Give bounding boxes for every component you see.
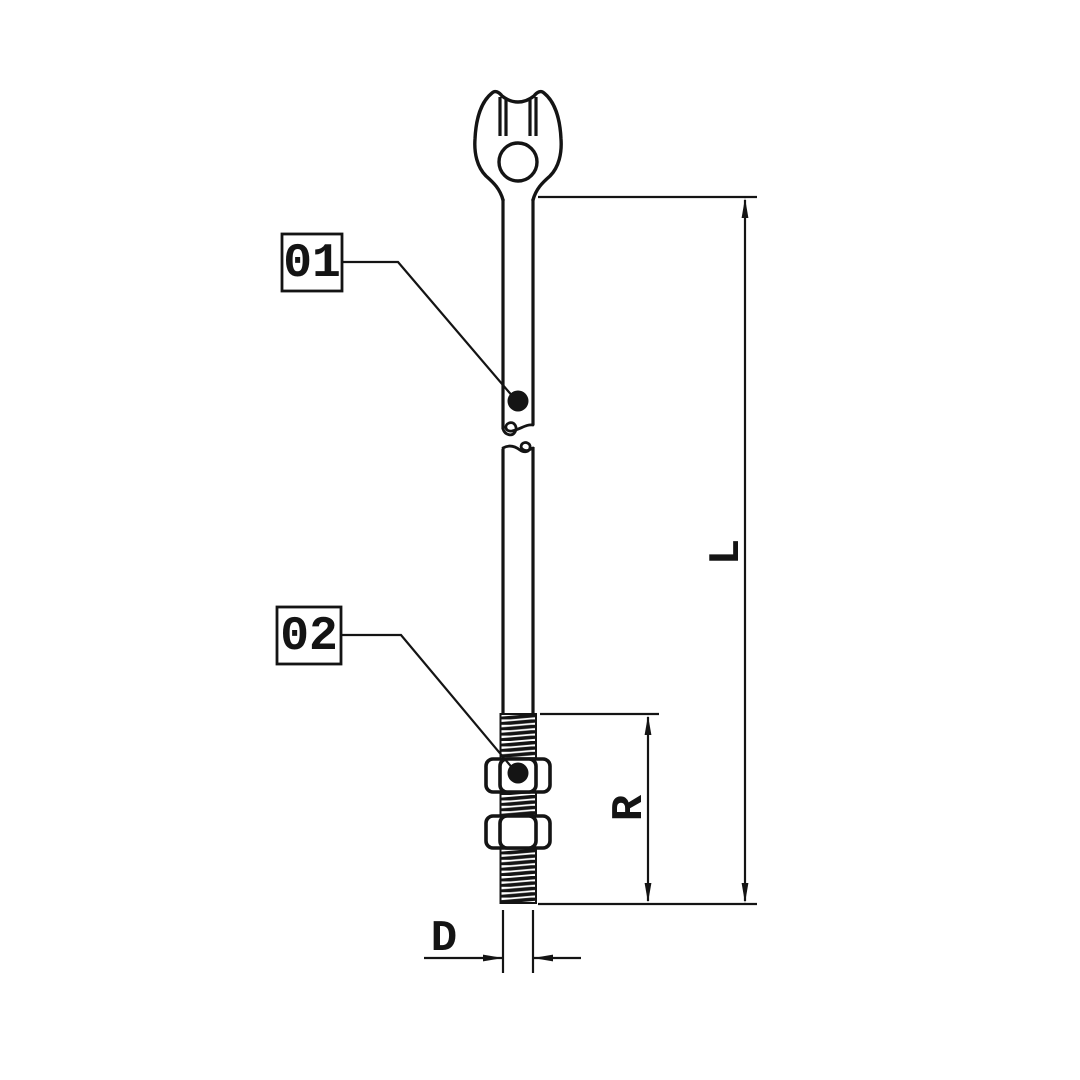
threaded-section xyxy=(499,713,537,904)
callout-01-dot xyxy=(507,390,529,412)
callout-01-box xyxy=(280,232,344,293)
dim-R-label: R xyxy=(605,794,655,821)
break-line-upper xyxy=(501,421,535,437)
dim-R-arrow-down xyxy=(644,883,652,903)
callout-02-dot xyxy=(507,762,529,784)
break-line-lower xyxy=(501,441,535,454)
callout-02: 02 xyxy=(275,605,529,784)
dim-L-label: L xyxy=(702,539,752,565)
hex-nut-bottom xyxy=(484,814,552,850)
dim-D-arrow-left xyxy=(533,954,553,962)
dim-D-label: D xyxy=(431,914,457,964)
dim-R-arrow-up xyxy=(644,715,652,735)
callout-02-label: 02 xyxy=(280,610,338,664)
eye-hole xyxy=(497,141,539,183)
dim-D-arrow-right xyxy=(483,954,503,962)
callout-01-leader-line xyxy=(342,260,515,399)
dimension-overall-length: L xyxy=(538,195,757,906)
callout-02-leader-line xyxy=(341,633,515,771)
fork-outline xyxy=(473,89,563,202)
dimension-thread-length: R xyxy=(540,712,659,903)
clevis-fork-end xyxy=(473,89,563,202)
thread-band xyxy=(499,713,537,904)
callout-02-box xyxy=(275,605,343,666)
callout-01-label: 01 xyxy=(283,237,341,291)
dimension-diameter: D xyxy=(424,910,581,973)
nut-bottom-center-facet xyxy=(498,814,538,850)
callout-01: 01 xyxy=(280,232,529,412)
shank-rod xyxy=(501,199,535,714)
dim-L-arrow-up xyxy=(741,198,749,218)
dim-L-arrow-down xyxy=(741,883,749,903)
